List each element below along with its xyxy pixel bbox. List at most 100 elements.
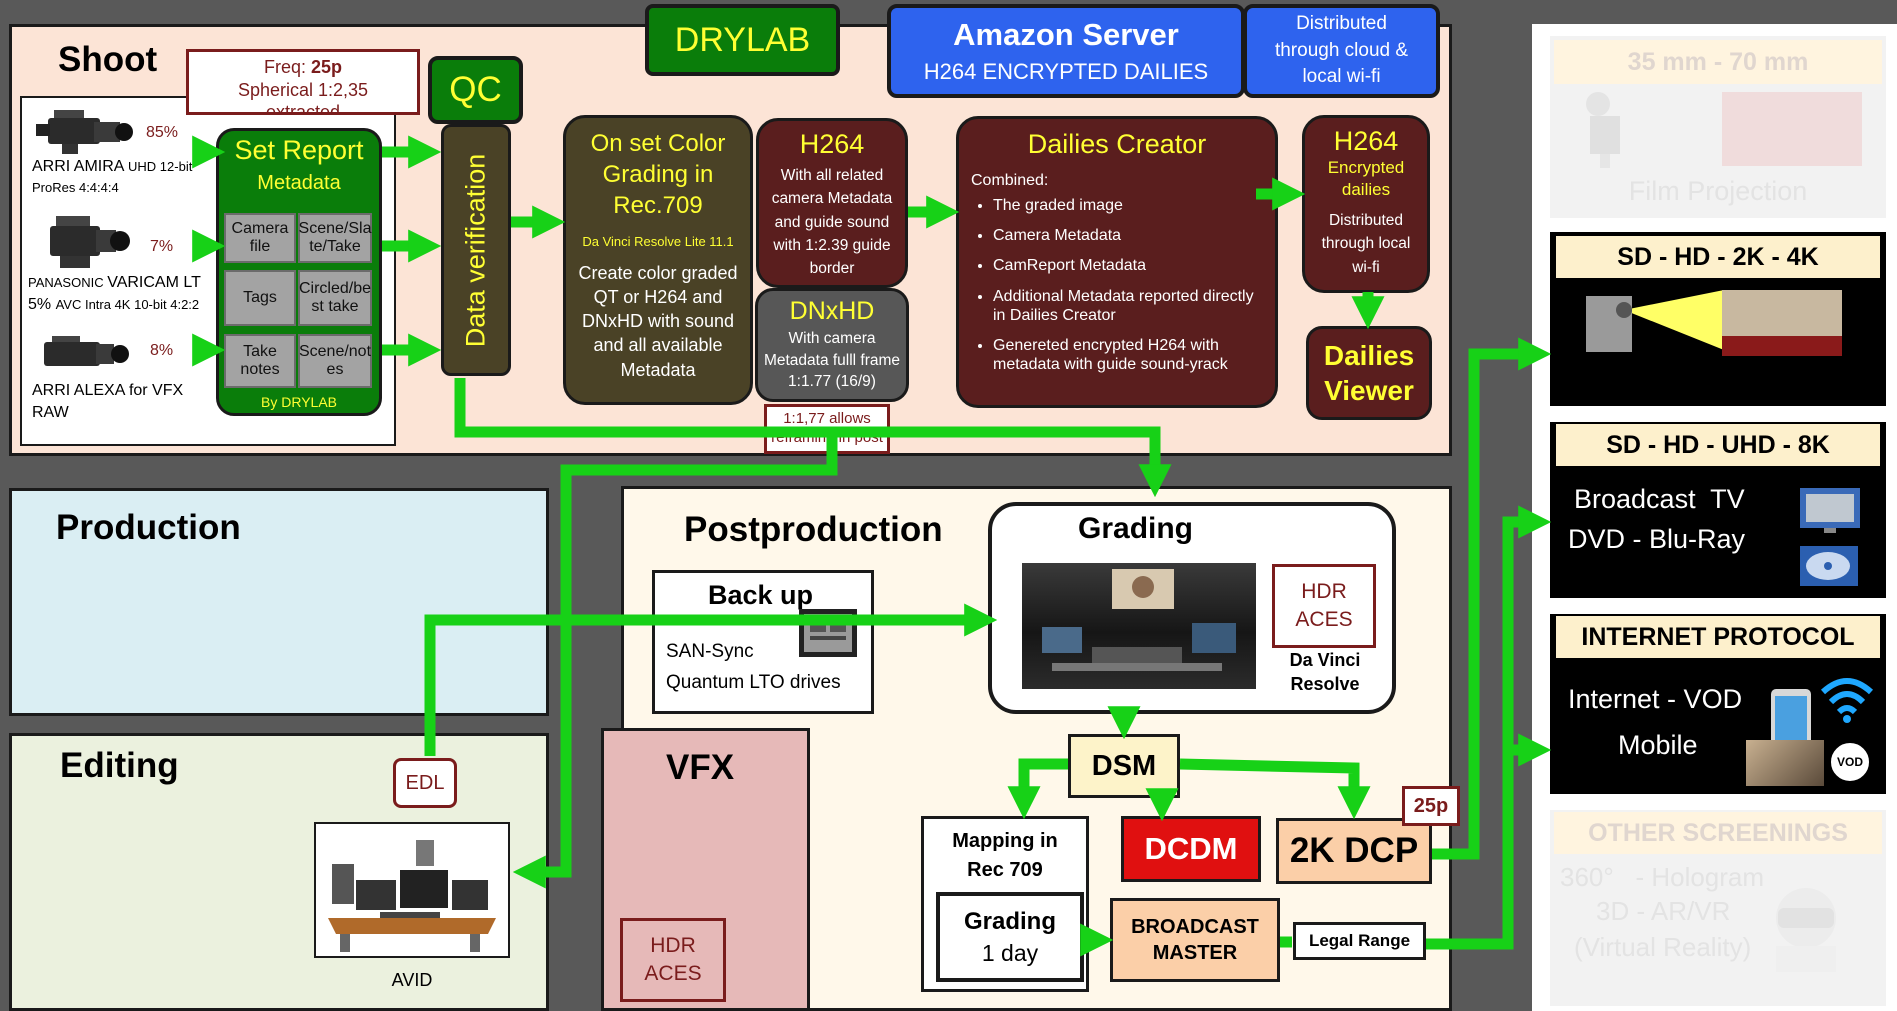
freq-line3: extracted bbox=[265, 102, 341, 115]
digital-projection-label: Digital Projection bbox=[1616, 359, 1820, 390]
grading-tool: Da Vinci Resolve bbox=[1289, 649, 1361, 694]
data-verification-label: Data verification bbox=[460, 153, 491, 347]
onset-grading-title: On set Color Grading in Rec.709 bbox=[590, 130, 726, 220]
bluray-disc-icon bbox=[1800, 546, 1858, 586]
dailies-creator-item: Genereted encrypted H264 with metadata w… bbox=[993, 336, 1263, 374]
shoot-title: Shoot bbox=[58, 40, 158, 79]
edl-badge: EDL bbox=[393, 758, 457, 808]
camera-icon-varicam bbox=[50, 216, 130, 268]
grading-hdr-badge: HDR ACES bbox=[1272, 564, 1376, 648]
other-line3: (Virtual Reality) bbox=[1574, 932, 1752, 962]
set-report-title: Set Report bbox=[234, 134, 364, 165]
grading-suite-icon bbox=[1042, 569, 1236, 671]
internet-header: INTERNET PROTOCOL bbox=[1556, 616, 1880, 658]
broadcast-header: SD - HD - UHD - 8K bbox=[1556, 424, 1880, 466]
tv-icon bbox=[1800, 488, 1860, 533]
vr-headset-icon bbox=[1776, 888, 1836, 972]
wifi-icon bbox=[1820, 678, 1874, 723]
reframe-note: 1:1,77 allows reframing in post bbox=[764, 404, 890, 454]
onset-grading-tool: Da Vinci Resolve Lite 11.1 bbox=[582, 233, 734, 249]
dcdm-box: DCDM bbox=[1121, 816, 1261, 882]
camera-icon-amira bbox=[36, 110, 133, 154]
dailies-creator-intro: Combined: bbox=[971, 172, 1049, 189]
legal-range-box: Legal Range bbox=[1293, 922, 1426, 960]
dailies-creator-item: Camera Metadata bbox=[993, 226, 1263, 245]
other-screenings-header: OTHER SCREENINGS bbox=[1554, 812, 1882, 854]
dnxhd-box: DNxHD With camera Metadata fulll frame 1… bbox=[755, 288, 909, 402]
set-report-cell-1: Camera file bbox=[224, 213, 296, 263]
backup-title: Back up bbox=[708, 580, 814, 610]
other-line1: 360° - Hologram bbox=[1560, 862, 1765, 892]
data-verification-bar bbox=[441, 124, 511, 376]
broadcast-line2: DVD - Blu-Ray bbox=[1568, 524, 1746, 554]
digital-projector-icon bbox=[1586, 290, 1842, 356]
amazon-title: Amazon Server bbox=[953, 17, 1179, 52]
dailies-creator-item: Additional Metadata reported directly in… bbox=[993, 287, 1263, 325]
vfx-hdr-badge: HDR ACES bbox=[620, 918, 726, 1002]
freq-box: Freq: 25p Spherical 1:2,35 extracted bbox=[186, 49, 420, 115]
avid-workstation-icon bbox=[328, 840, 496, 952]
camera-name-amira: ARRI AMIRA UHD 12-bit bbox=[32, 158, 193, 175]
amazon-subtitle: H264 ENCRYPTED DAILIES bbox=[923, 59, 1209, 84]
mapping-grading-title: Grading bbox=[963, 907, 1056, 935]
dcp-box: 2K DCP bbox=[1276, 818, 1432, 884]
broadcast-line1: Broadcast TV bbox=[1574, 484, 1745, 514]
h264-body: With all related camera Metadata and gui… bbox=[771, 167, 893, 277]
camera-share-amira: 85% bbox=[146, 124, 179, 141]
camera-share-alexa: 8% bbox=[150, 342, 174, 359]
film-projection-label: Film Projection bbox=[1628, 175, 1808, 206]
grading-title: Grading bbox=[1078, 512, 1194, 545]
dnxhd-title: DNxHD bbox=[789, 297, 875, 325]
vod-thumbnail-image bbox=[1746, 740, 1824, 786]
onset-grading-body: Create color graded QT or H264 and DNxHD… bbox=[578, 262, 738, 380]
camera-spec-varicam: 5% AVC Intra 4K 10-bit 4:2:2 bbox=[28, 296, 200, 313]
lto-drive-icon bbox=[799, 609, 857, 657]
backup-line1: SAN-Sync bbox=[666, 641, 754, 662]
backup-line2: Quantum LTO drives bbox=[666, 672, 841, 693]
film-projection-header: 35 mm - 70 mm bbox=[1554, 40, 1882, 84]
mapping-grading-box: Grading 1 day bbox=[936, 892, 1084, 982]
internet-line2: Mobile bbox=[1618, 730, 1698, 760]
editing-title: Editing bbox=[60, 746, 179, 785]
camera-spec-alexa: RAW bbox=[32, 404, 69, 421]
set-report-subtitle: Metadata bbox=[257, 171, 341, 194]
film-projector-icon bbox=[1586, 92, 1620, 168]
freq-line2: Spherical 1:2,35 bbox=[237, 79, 369, 100]
postproduction-title: Postproduction bbox=[684, 510, 943, 549]
h264-box: H264 With all related camera Metadata an… bbox=[756, 118, 908, 288]
production-title: Production bbox=[56, 508, 241, 547]
other-line2: 3D - AR/VR bbox=[1596, 896, 1731, 926]
avid-label: AVID bbox=[391, 969, 433, 990]
vod-badge: VOD bbox=[1828, 740, 1872, 784]
camera-spec-amira: ProRes 4:4:4:4 bbox=[32, 180, 119, 195]
set-report-cell-3: Tags bbox=[224, 270, 296, 326]
distributed-cloud-box: Distributed through cloud & local wi-fi bbox=[1243, 4, 1440, 98]
dailies-creator-item: CamReport Metadata bbox=[993, 256, 1263, 275]
camera-name-varicam: PANASONIC VARICAM LT bbox=[28, 274, 201, 291]
h264-encrypted-subtitle: Encrypted dailies bbox=[1327, 158, 1405, 200]
dnxhd-body: With camera Metadata fulll frame 1:1.77 … bbox=[763, 330, 901, 391]
freq-line1: Freq: 25p bbox=[263, 57, 343, 77]
amazon-server-box: Amazon Server H264 ENCRYPTED DAILIES bbox=[887, 4, 1245, 98]
dailies-creator-title: Dailies Creator bbox=[1027, 129, 1207, 159]
camera-share-varicam: 7% bbox=[150, 238, 174, 255]
internet-line1: Internet - VOD bbox=[1568, 684, 1743, 714]
set-report-footer: By DRYLAB bbox=[261, 394, 337, 410]
camera-name-alexa: ARRI ALEXA for VFX bbox=[32, 382, 184, 399]
digital-projection-header: SD - HD - 2K - 4K bbox=[1556, 236, 1880, 278]
set-report-cell-6: Scene/not es bbox=[298, 334, 372, 388]
h264-encrypted-title: H264 bbox=[1333, 126, 1399, 156]
dailies-creator-list: The graded image Camera Metadata CamRepo… bbox=[971, 196, 1263, 374]
onset-grading-box: On set Color Grading in Rec.709 Da Vinci… bbox=[563, 115, 753, 405]
set-report-cell-4: Circled/be st take bbox=[298, 270, 372, 326]
dsm-box: DSM bbox=[1068, 734, 1180, 798]
drylab-label: DRYLAB bbox=[645, 4, 840, 76]
cinema-hall-image bbox=[1722, 92, 1862, 166]
dailies-creator-box: Dailies Creator Combined: The graded ima… bbox=[956, 116, 1278, 408]
mapping-title: Mapping in Rec 709 bbox=[952, 830, 1058, 881]
qc-box: QC bbox=[428, 56, 523, 124]
set-report-cell-5: Take notes bbox=[224, 334, 296, 388]
dailies-viewer-button[interactable]: Dailies Viewer bbox=[1306, 326, 1432, 420]
mapping-grading-days: 1 day bbox=[981, 939, 1039, 966]
vfx-title: VFX bbox=[666, 748, 735, 787]
